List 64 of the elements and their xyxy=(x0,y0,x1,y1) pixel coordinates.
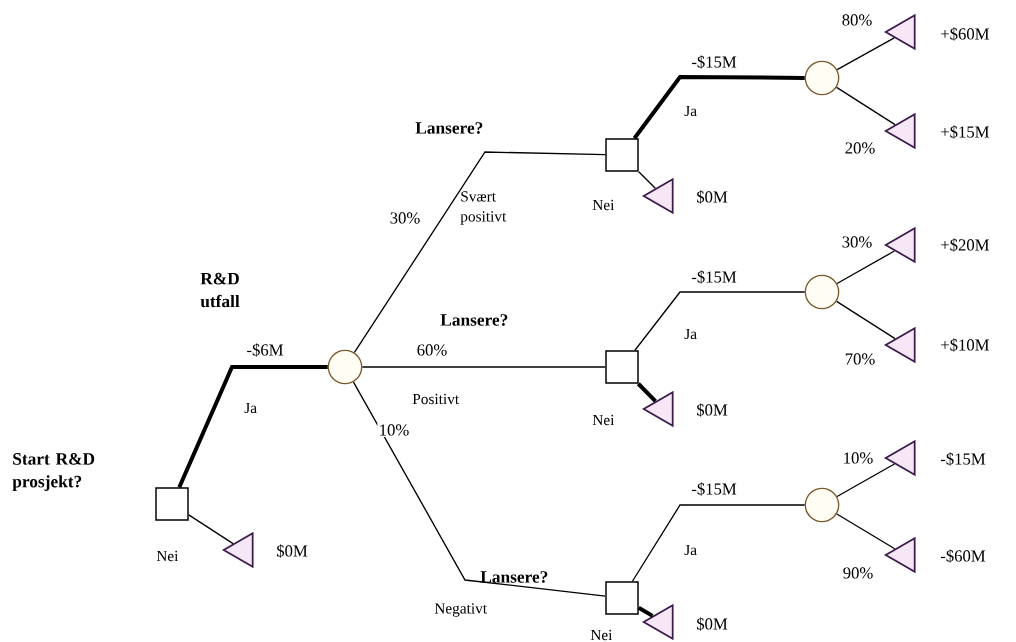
branch-line xyxy=(836,463,896,498)
edge-label: -$15M xyxy=(690,481,739,497)
edge-label: 60% xyxy=(415,343,449,357)
branch-label: Ja xyxy=(244,402,257,414)
edge-label: 30% xyxy=(840,235,874,249)
branch-line xyxy=(636,382,657,403)
branch-line xyxy=(352,381,606,597)
branch-label: Svært positivt xyxy=(460,191,507,225)
edge-label: 10% xyxy=(377,423,411,437)
decision-box xyxy=(605,138,639,172)
heading: R&D utfall xyxy=(200,272,240,308)
payoff-label: -$60M xyxy=(940,549,986,563)
branch-line xyxy=(835,86,896,126)
edge-label: -$6M xyxy=(245,342,285,358)
chance-circle xyxy=(327,349,363,385)
branch-line xyxy=(634,291,806,351)
edge-label: 20% xyxy=(843,141,877,155)
payoff-label: +$15M xyxy=(941,125,989,139)
branch-line xyxy=(632,75,805,140)
branch-label: Negativt xyxy=(434,603,487,617)
branch-label: Ja xyxy=(684,544,697,556)
branch-line xyxy=(353,151,606,354)
payoff-label: $0M xyxy=(697,617,728,631)
payoff-label: $0M xyxy=(697,403,728,417)
branch-line xyxy=(637,606,654,618)
branch-line xyxy=(638,171,656,189)
edge-label: 30% xyxy=(388,211,422,225)
branch-line xyxy=(631,504,806,582)
payoff-label: +$60M xyxy=(941,27,989,41)
edge-label: 70% xyxy=(843,352,877,366)
branch-label: Nei xyxy=(590,629,613,641)
branch-label: Nei xyxy=(156,550,179,562)
branch-label: Ja xyxy=(684,328,697,340)
branch-line xyxy=(836,250,896,285)
branch-label: Positivt xyxy=(412,393,460,405)
heading: Start R&D prosjekt? xyxy=(12,453,95,491)
edge-label: -$15M xyxy=(690,269,739,285)
branch-line xyxy=(177,365,328,489)
branch-line xyxy=(836,37,895,71)
edge-label: 90% xyxy=(841,566,875,580)
branch-line xyxy=(361,366,606,368)
branch-line xyxy=(835,300,896,340)
payoff-label: +$10M xyxy=(941,338,989,352)
payoff-label: -$15M xyxy=(940,452,986,466)
edge-label: -$15M xyxy=(690,54,739,70)
decision-box xyxy=(605,581,639,615)
edge-label: 10% xyxy=(841,451,875,465)
branch-line xyxy=(836,513,896,550)
branch-label: Nei xyxy=(592,414,615,426)
heading: Lansere? xyxy=(415,122,483,134)
edge-label: 80% xyxy=(840,13,874,27)
decision-box xyxy=(155,487,189,521)
chance-circle xyxy=(804,274,840,310)
decision-box xyxy=(605,350,639,384)
chance-circle xyxy=(804,60,840,96)
branch-label: Ja xyxy=(684,105,697,117)
payoff-label: +$20M xyxy=(941,238,989,252)
chance-circle xyxy=(804,487,840,523)
branch-line xyxy=(188,514,234,545)
payoff-label: $0M xyxy=(277,544,308,558)
heading: Lansere? xyxy=(440,314,508,326)
payoff-label: $0M xyxy=(697,190,728,204)
heading: Lansere? xyxy=(480,571,548,583)
branch-label: Nei xyxy=(592,199,615,211)
